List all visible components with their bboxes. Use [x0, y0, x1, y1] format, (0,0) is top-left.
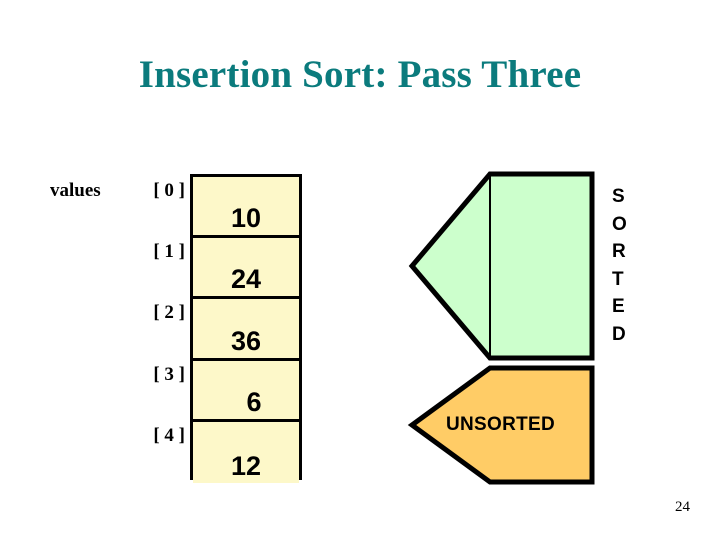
sorted-letter-t: T — [612, 268, 624, 290]
index-row: [ 2 ] — [40, 296, 185, 357]
array-diagram: 10 24 36 6 12 — [190, 174, 302, 483]
array-index-0: [ 0 ] — [153, 180, 185, 201]
array-cell-value-0: 10 — [230, 203, 262, 234]
sorted-letter-e: E — [612, 296, 625, 318]
sorted-arrow-shape — [408, 171, 595, 361]
page-title: Insertion Sort: Pass Three — [138, 53, 582, 96]
index-row: [ 3 ] — [40, 358, 185, 419]
slide-number: 24 — [675, 499, 690, 515]
array-cell-value-2: 36 — [230, 325, 262, 356]
array-cell-1: 24 — [193, 238, 299, 300]
array-index-label-column: values [ 0 ] [ 1 ] [ 2 ] [ 3 ] [ 4 ] — [40, 174, 185, 480]
array-cell-value-3: 6 — [246, 386, 262, 417]
array-cell-4: 12 — [193, 421, 299, 483]
array-index-3: [ 3 ] — [153, 363, 185, 385]
array-cell-2: 36 — [193, 299, 299, 361]
unsorted-region-label: UNSORTED — [446, 414, 556, 435]
sorted-region-label: S O R T E D — [612, 183, 652, 349]
sorted-region-arrow — [408, 171, 595, 361]
array-index-4: [ 4 ] — [153, 424, 185, 446]
sorted-letter-o: O — [612, 213, 627, 235]
array-index-1: [ 1 ] — [153, 241, 185, 263]
array-cell-value-4: 12 — [230, 450, 262, 481]
index-row: [ 4 ] — [40, 419, 185, 480]
array-cell-0: 10 — [193, 177, 299, 239]
sorted-letter-d: D — [612, 323, 626, 345]
array-cell-value-1: 24 — [230, 264, 262, 295]
unsorted-arrow-shape — [407, 365, 595, 485]
array-cell-3: 6 — [193, 360, 299, 422]
index-row: [ 1 ] — [40, 235, 185, 296]
sorted-letter-s: S — [612, 186, 625, 207]
sorted-letter-r: R — [612, 241, 626, 263]
index-row: values [ 0 ] — [40, 174, 185, 235]
unsorted-region-arrow — [407, 365, 595, 485]
array-index-2: [ 2 ] — [153, 302, 185, 324]
array-variable-label: values — [50, 180, 101, 201]
